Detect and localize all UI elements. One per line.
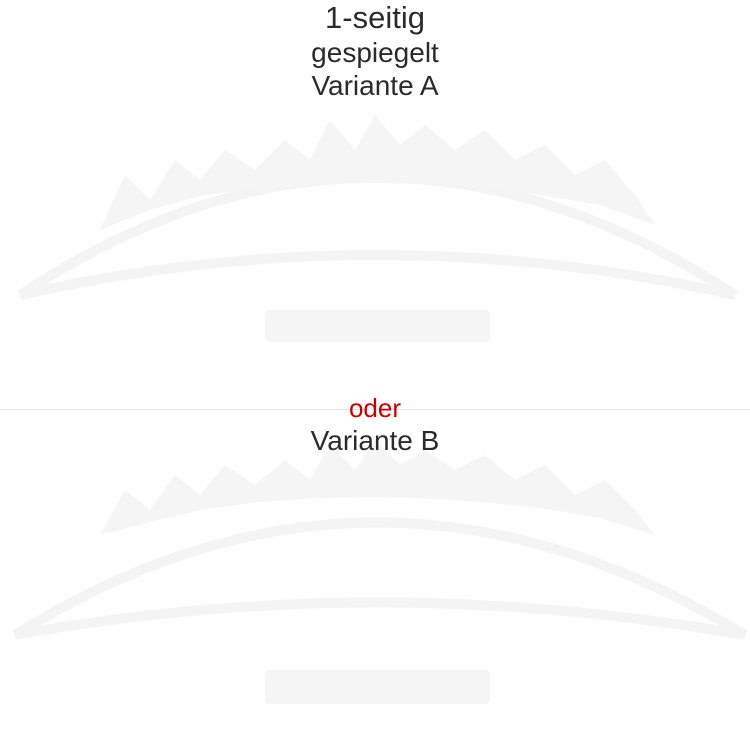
divider-word: oder [348, 393, 402, 423]
title-line-2: gespiegelt [311, 37, 439, 68]
decal-preview-b [12, 440, 748, 704]
variant-a-label: Variante A [311, 70, 439, 101]
variant-b-label: Variante B [310, 425, 440, 456]
divider-line [0, 409, 750, 410]
decal-preview-a [17, 172, 738, 300]
title-line-1: 1-seitig [325, 0, 425, 35]
